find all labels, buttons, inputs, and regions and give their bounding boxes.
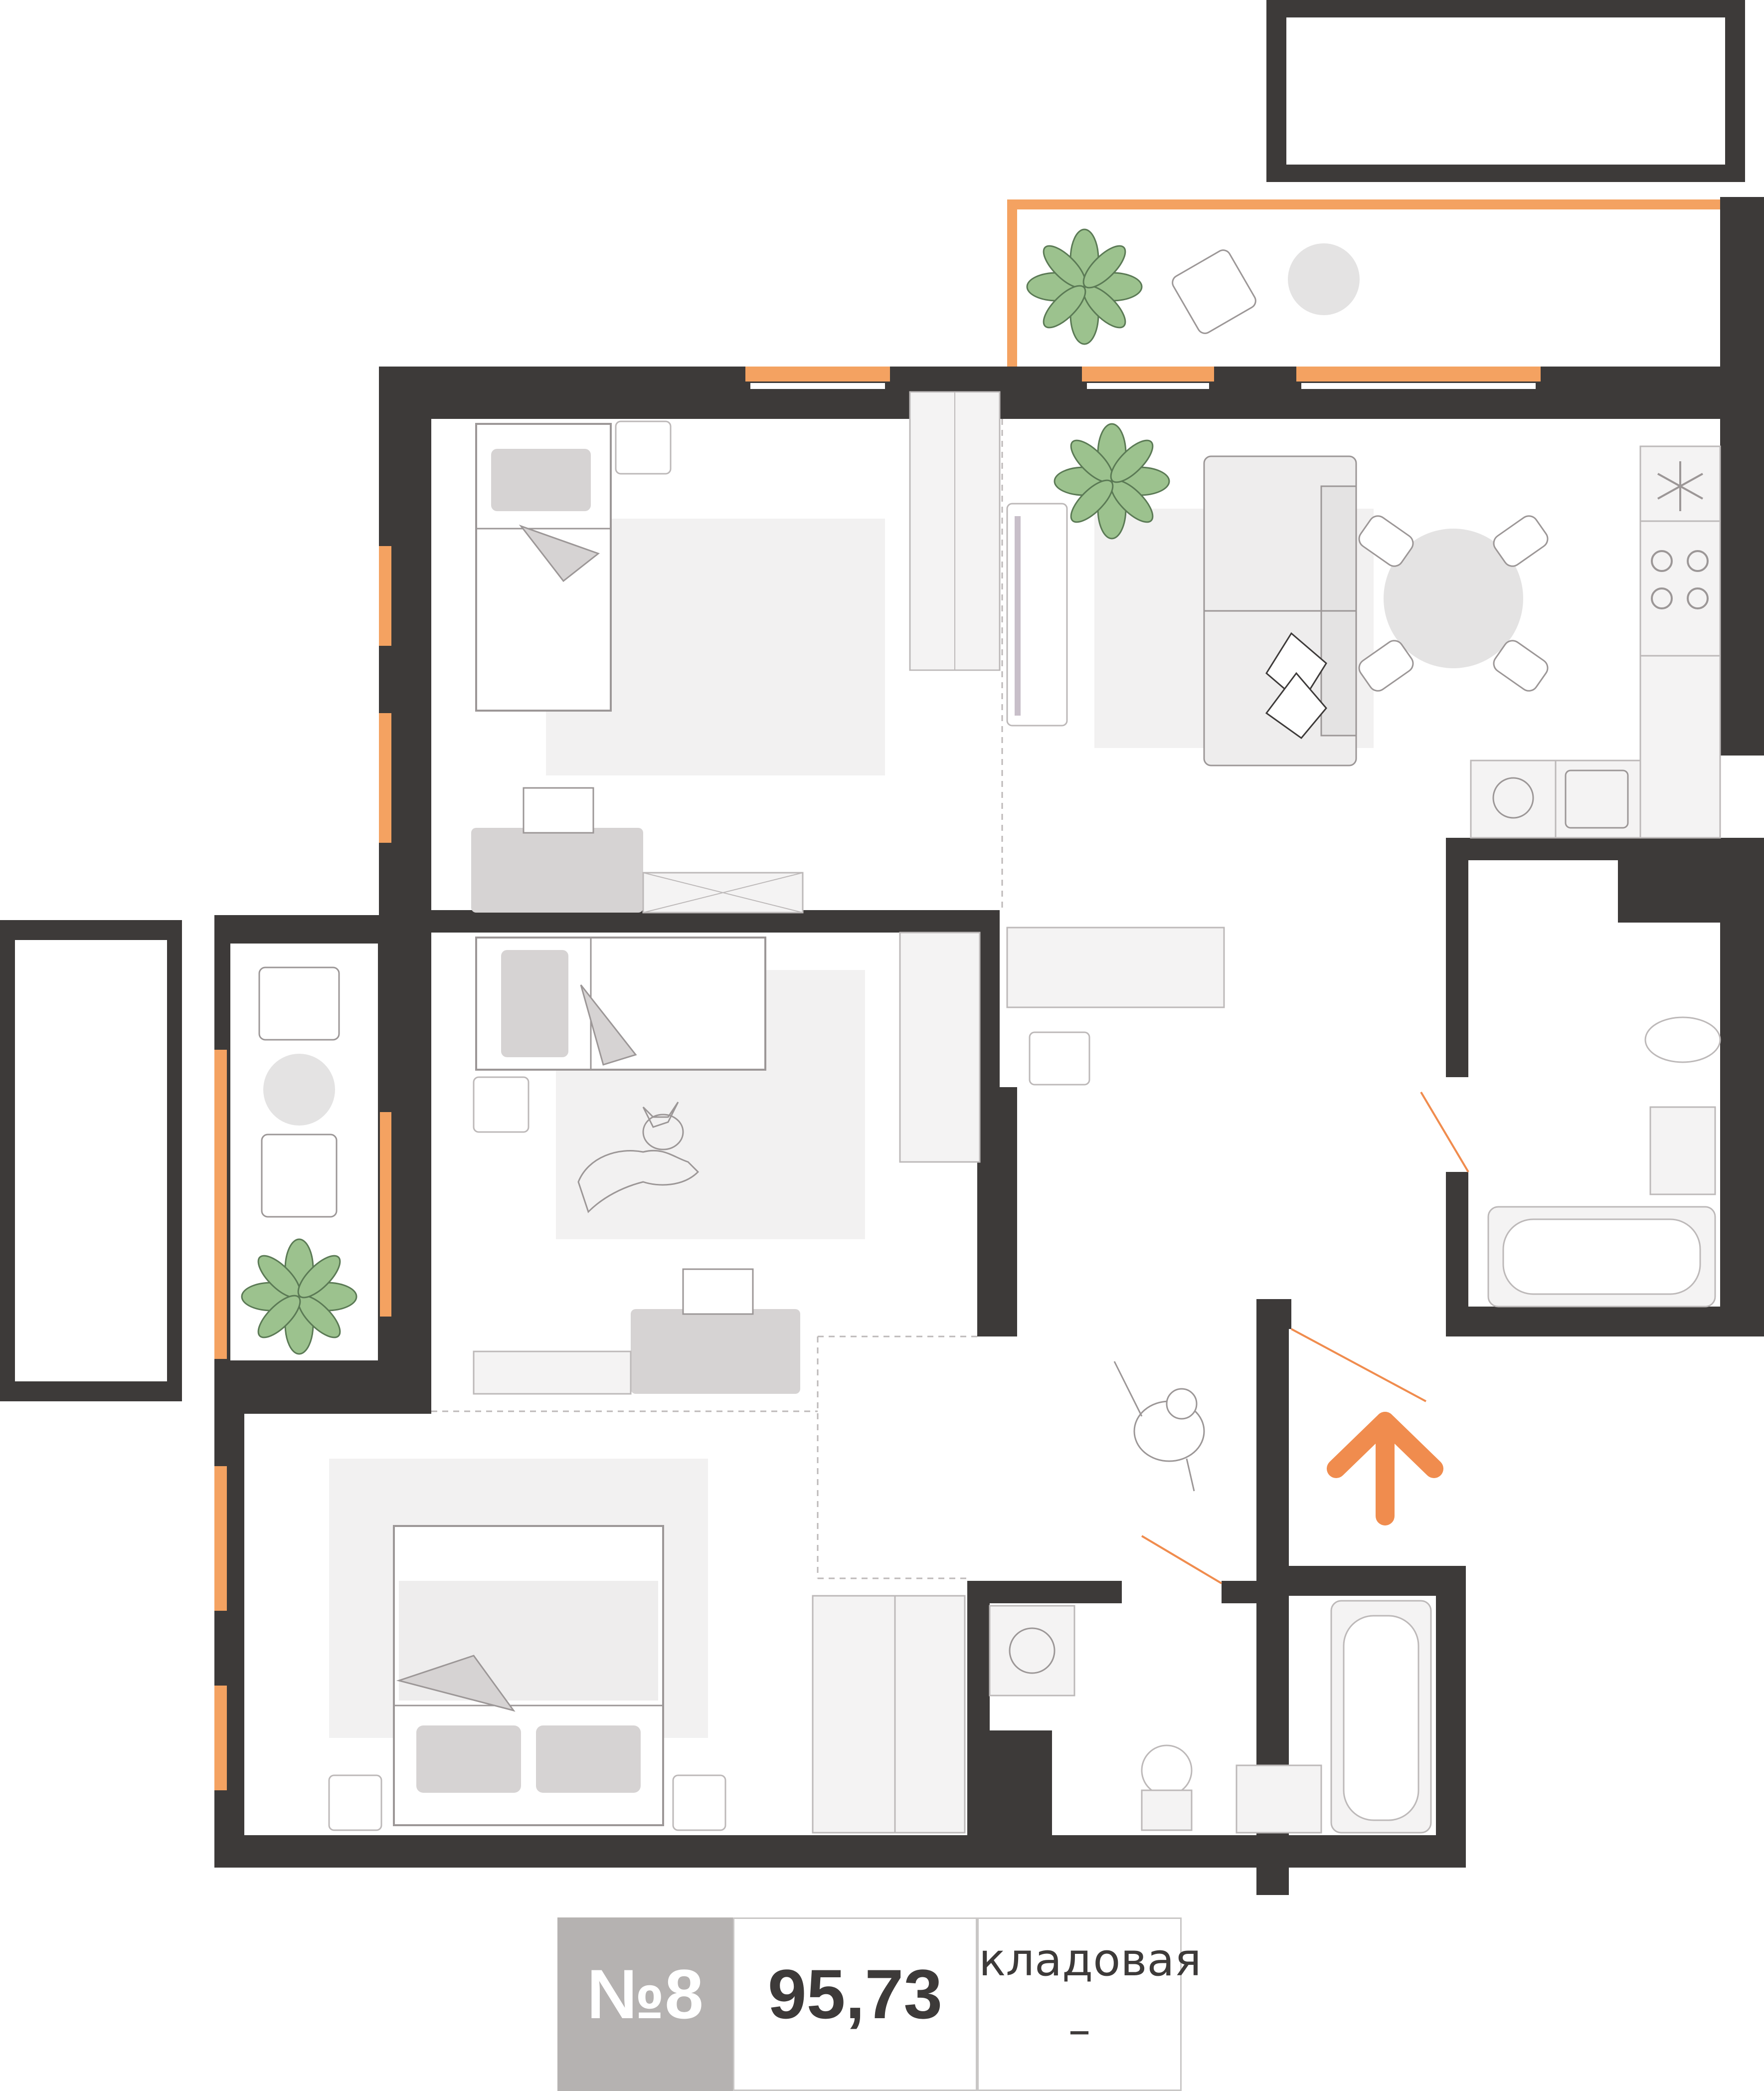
- balcony-rail-left: [1007, 199, 1017, 369]
- bedroom-2: [473, 932, 981, 1395]
- balcony-rail-top: [1007, 199, 1720, 209]
- apartment-number-box: №8: [557, 1917, 733, 2091]
- bedroom-1: [471, 391, 1001, 914]
- storage-box: кладовая –: [977, 1917, 1202, 2091]
- storage-label: кладовая: [979, 1934, 1202, 1986]
- door-swings: [1141, 1091, 1469, 1584]
- floor-plan: [0, 0, 1764, 1895]
- living-room: [1006, 445, 1721, 1086]
- apartment-area-box: 95,73: [733, 1917, 977, 2091]
- windows: [214, 367, 1541, 1790]
- balcony-left-furniture: [258, 966, 340, 1218]
- apartment-number: №8: [587, 1955, 704, 2033]
- apartment-area: 95,73: [767, 1955, 943, 2033]
- outer-block-top-inner: [1286, 17, 1725, 165]
- balcony-table: [1288, 243, 1360, 315]
- outer-block-left-inner: [15, 940, 167, 1381]
- bedroom-3: [328, 1459, 966, 1834]
- entrance-arrow-icon: [1327, 1412, 1443, 1525]
- dog-icon: [577, 1102, 700, 1213]
- bathroom-1: [1487, 1016, 1721, 1308]
- person-icon: [1113, 1361, 1205, 1492]
- storage-value: –: [1068, 2004, 1091, 2056]
- bathroom-2: [989, 1600, 1432, 1834]
- balcony-chair: [1172, 249, 1256, 334]
- snowflake-icon: [1657, 461, 1703, 511]
- partition-lines: [431, 419, 1003, 1579]
